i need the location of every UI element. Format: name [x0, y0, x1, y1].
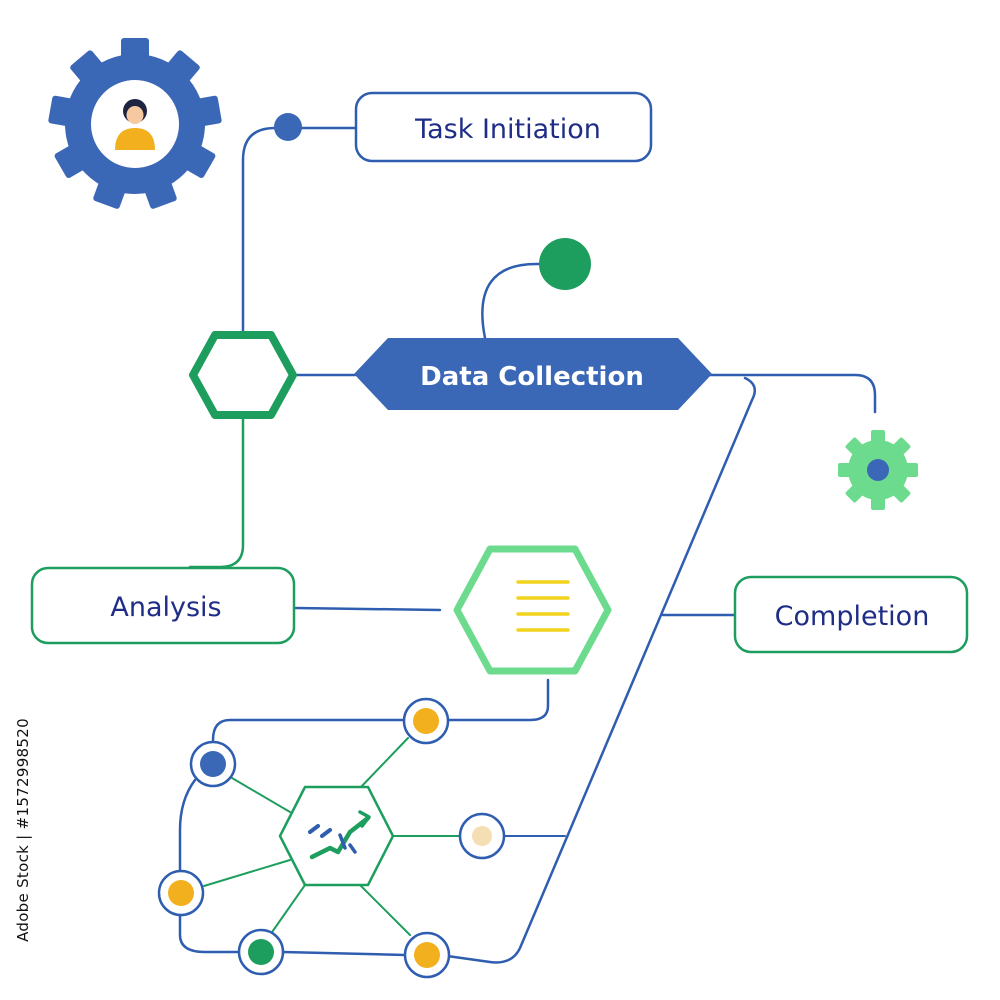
stock-watermark: Adobe Stock | #1572998520	[6, 0, 40, 1000]
spoke-orange-top	[359, 737, 409, 789]
network-bottom-link	[281, 950, 407, 957]
connector-small-gear	[703, 373, 877, 414]
task-initiation-label: Task Initiation	[414, 114, 601, 145]
network-node-orange-top	[402, 697, 450, 745]
connector-green-dot	[481, 262, 542, 340]
trend-chart-icon	[278, 785, 395, 887]
network-node-peach	[458, 812, 506, 860]
spoke-orange-bottom	[359, 884, 411, 936]
spoke-green	[269, 884, 306, 936]
task-initiation-dot	[274, 113, 302, 141]
completion-label: Completion	[775, 601, 930, 632]
green-hexagon	[189, 331, 297, 419]
gear-user-icon	[48, 38, 222, 209]
network-node-orange-bottom	[403, 931, 451, 979]
analysis-node: Analysis	[30, 566, 296, 645]
network-node-orange-left	[157, 869, 205, 917]
network-node-blue	[189, 740, 237, 788]
network-loop-bottom	[178, 913, 240, 954]
spoke-blue	[231, 777, 291, 813]
connector-network-top	[446, 678, 550, 722]
spoke-orange-left	[203, 859, 291, 887]
data-collection-label: Data Collection	[420, 362, 644, 392]
gear-icon	[838, 430, 918, 510]
stock-id-text: Adobe Stock | #1572998520	[14, 718, 32, 942]
connector-document	[293, 606, 442, 612]
network-nodes	[157, 697, 506, 979]
completion-node: Completion	[733, 575, 969, 654]
user-icon	[115, 99, 155, 150]
green-dot	[539, 238, 591, 290]
document-lines-icon	[453, 545, 612, 675]
connector-diagonal	[438, 376, 757, 964]
connector-network-left	[211, 718, 407, 742]
task-initiation-node: Task Initiation	[354, 91, 653, 163]
analysis-label: Analysis	[110, 592, 221, 623]
network-loop	[178, 778, 197, 872]
network-node-green	[237, 928, 285, 976]
data-collection-node: Data Collection	[354, 338, 712, 410]
connector-task-initiation	[241, 126, 357, 332]
connector-lines	[178, 126, 877, 964]
connector-analysis	[188, 413, 245, 569]
